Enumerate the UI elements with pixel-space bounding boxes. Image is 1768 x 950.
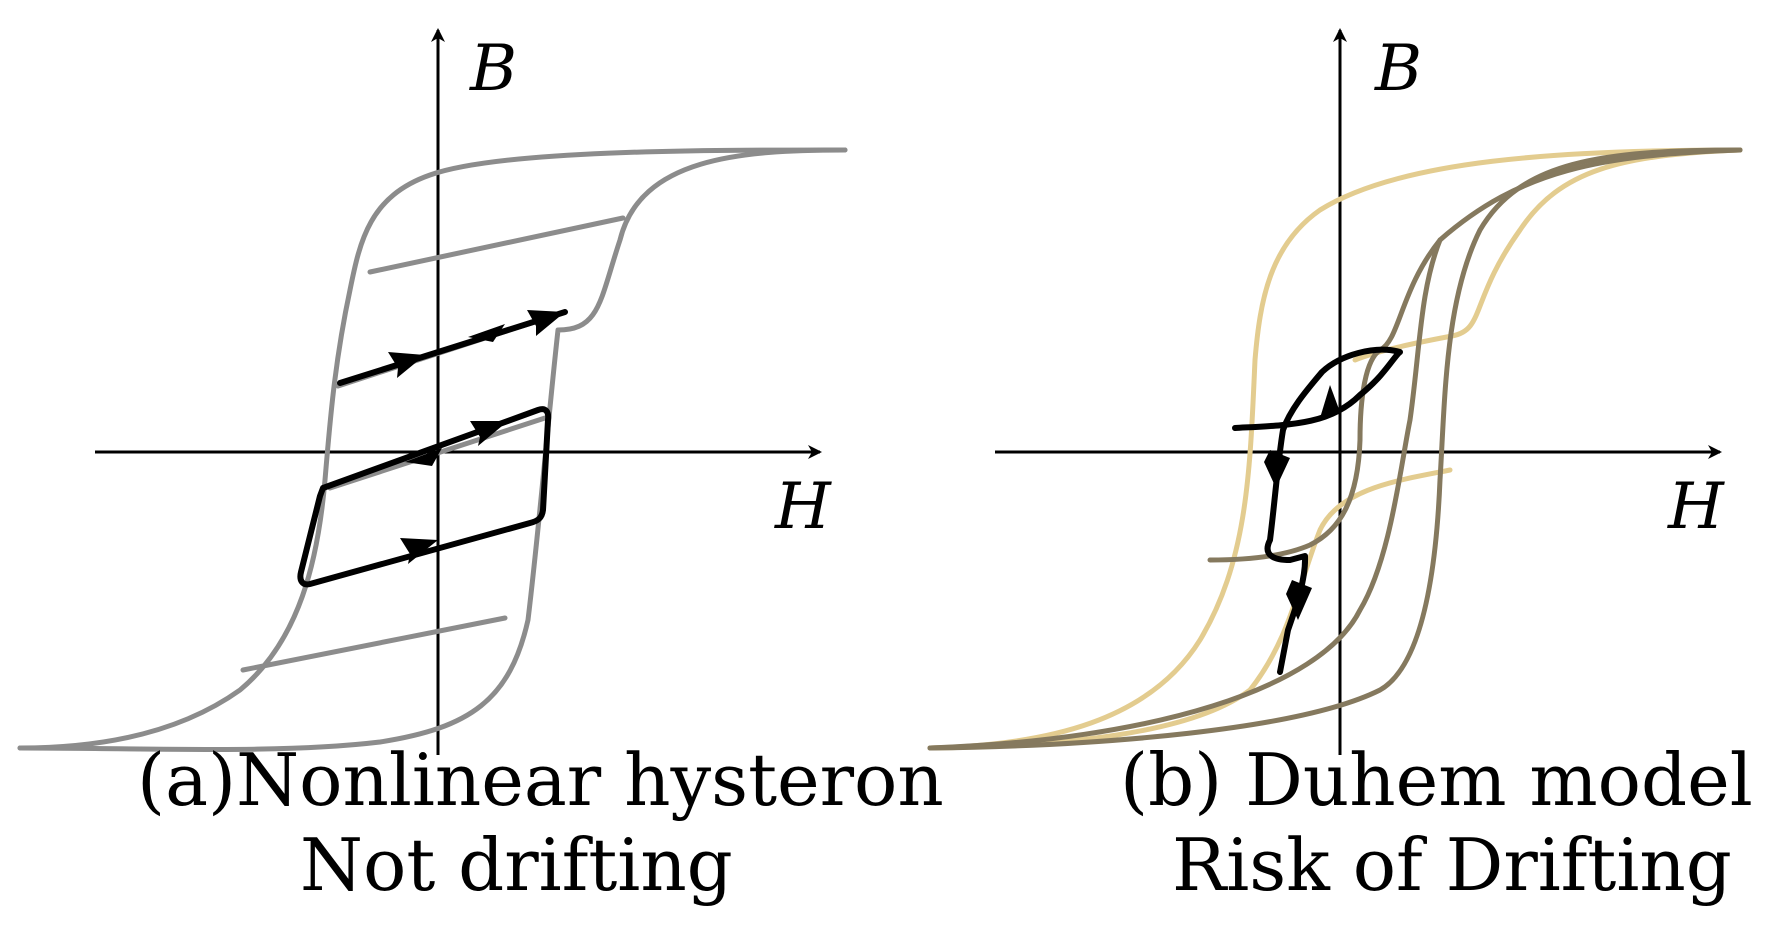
panel-b-b-label: B: [1374, 32, 1422, 106]
panel-b-arrow-down-2: [1286, 580, 1312, 620]
panel-a-arrow-upper-right-1: [388, 352, 425, 378]
panel-b-arrow-up: [1320, 385, 1340, 418]
panel-a-h-label: H: [774, 470, 832, 544]
panel-b-outer-loop-mid: [1352, 147, 1743, 363]
panel-a: B H (a)Nonlinear hysteron Not drifting: [17, 28, 944, 907]
panel-a-arrow-upper-right-2: [527, 310, 565, 336]
panel-a-arrow-loop-top-right: [470, 421, 508, 446]
panel-b-outer-loop-upper-branch: [927, 147, 1743, 751]
panel-b-inner-loop-left: [1207, 147, 1743, 563]
panel-a-minor-line-top: [367, 215, 626, 275]
panel-a-minor-line-bottom: [240, 615, 508, 673]
panel-a-caption-line1: (a)Nonlinear hysteron: [137, 738, 944, 822]
panel-a-trajectory-loop: [297, 406, 552, 588]
panel-b-inner-loop-mid: [927, 237, 1443, 751]
panel-a-b-label: B: [469, 32, 517, 106]
panel-b-caption-line2: Risk of Drifting: [1172, 823, 1732, 907]
panel-a-arrow-loop-bottom: [400, 538, 438, 564]
panel-b-caption-line1: (b) Duhem model: [1120, 738, 1753, 822]
panel-a-arrow-loop-top-left: [405, 448, 442, 466]
panel-b-h-label: H: [1667, 470, 1725, 544]
panel-a-arrow-upper-left: [468, 324, 505, 342]
panel-b: B H (b) Duhem model Risk of Drifting: [927, 28, 1753, 907]
panel-b-arrow-down-1: [1264, 450, 1290, 488]
panel-b-outer-loop-inner-lower: [927, 467, 1453, 751]
panel-b-inner-loop-right: [927, 147, 1743, 751]
panel-b-trajectory: [1232, 346, 1403, 675]
panel-a-trajectory-upper: [337, 309, 568, 386]
panel-a-caption-line2: Not drifting: [300, 823, 733, 907]
panel-a-major-loop-upper-branch: [17, 147, 848, 751]
